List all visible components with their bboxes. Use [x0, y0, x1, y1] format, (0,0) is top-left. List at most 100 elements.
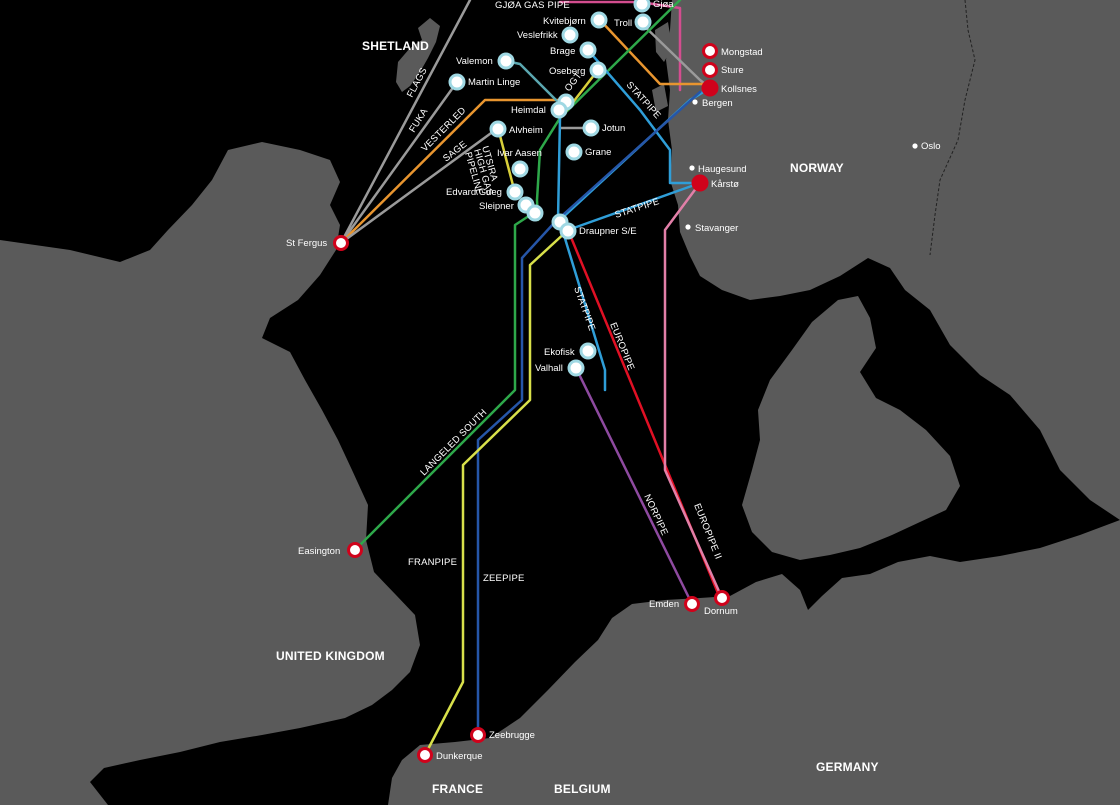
franpipe-label: FRANPIPE [408, 557, 457, 568]
norway-sweden-border [929, 0, 976, 256]
continental-europe [388, 520, 1120, 805]
field-marker [506, 183, 524, 201]
denmark [742, 296, 960, 560]
city-haugesund: Haugesund [698, 164, 747, 175]
field-heimdal[interactable]: Heimdal [511, 93, 575, 119]
field-valemon[interactable]: Valemon [456, 52, 515, 70]
field-marker [634, 13, 652, 31]
field-veslefrikk[interactable]: Veslefrikk [517, 26, 579, 44]
country-norway: NORWAY [790, 161, 844, 175]
country-france: FRANCE [432, 782, 483, 796]
field-marker [565, 143, 583, 161]
norway-coast-islands [652, 22, 672, 112]
field-label: Valemon [456, 56, 493, 67]
field-label: Alvheim [509, 125, 543, 136]
field-edvard-grieg[interactable]: Edvard Grieg [446, 183, 524, 201]
city-dot-oslo [912, 143, 918, 149]
statpipe-trunk [556, 116, 562, 222]
terminal-dunkerque[interactable]: Dunkerque [417, 747, 483, 763]
field-troll[interactable]: Troll [614, 13, 652, 31]
field-label: Heimdal [511, 105, 546, 116]
terminal-dornum[interactable]: Dornum [704, 590, 738, 618]
gjoa-pipeline [558, 0, 682, 92]
field-marker [526, 204, 544, 222]
terminal-marker [702, 62, 718, 78]
field-label: Valhall [535, 363, 563, 374]
terminal-kollsnes[interactable]: Kollsnes [701, 79, 757, 97]
field-draupner[interactable]: Draupner S/E [551, 213, 637, 240]
terminal-label: St Fergus [286, 238, 327, 249]
field-grane[interactable]: Grane [565, 143, 611, 161]
field-sleipner[interactable]: Sleipner [479, 196, 544, 222]
field-brage[interactable]: Brage [550, 41, 597, 59]
field-label: Draupner S/E [579, 226, 637, 237]
field-marker [497, 52, 515, 70]
field-jotun[interactable]: Jotun [582, 119, 625, 137]
norpipe-pipeline [574, 366, 694, 606]
field-gjoa[interactable]: Gjøa [633, 0, 674, 13]
city-stavanger: Stavanger [695, 223, 738, 234]
field-label: Brage [550, 46, 575, 57]
shetland-islands [396, 18, 440, 92]
terminal-marker [684, 596, 700, 612]
zeepipe-north [553, 90, 702, 224]
terminal-sture[interactable]: Sture [702, 62, 744, 78]
europipe-ii-pipeline [663, 181, 724, 600]
pipe-kvitebjorn-orange [598, 18, 712, 86]
vesterled-pipeline [339, 98, 561, 245]
field-alvheim[interactable]: Alvheim [489, 120, 543, 138]
field-valhall[interactable]: Valhall [535, 359, 585, 377]
field-oseberg[interactable]: Oseberg [549, 61, 607, 79]
terminal-label: Dornum [704, 606, 738, 617]
field-label: Gjøa [653, 0, 674, 10]
field-label: Sleipner [479, 201, 514, 212]
terminal-marker [714, 590, 730, 606]
terminal-easington[interactable]: Easington [298, 542, 363, 558]
field-marker [579, 342, 597, 360]
plant-marker [701, 79, 719, 97]
field-kvitebjorn[interactable]: Kvitebjørn [543, 11, 608, 29]
field-marker [579, 41, 597, 59]
terminal-karsto[interactable]: Kårstø [691, 174, 739, 192]
terminal-label: Zeebrugge [489, 730, 535, 741]
statpipe-south [558, 220, 607, 392]
zeepipe-pipeline [476, 220, 557, 737]
sage-pipeline [339, 126, 500, 245]
franpipe-pipeline [423, 228, 570, 757]
terminal-marker [333, 235, 349, 251]
field-marker [582, 119, 600, 137]
field-label: Oseberg [549, 66, 585, 77]
terminal-label: Emden [649, 599, 679, 610]
norway-sweden [666, 0, 1120, 520]
terminal-zeebrugge[interactable]: Zeebrugge [470, 727, 535, 743]
terminal-label: Sture [721, 65, 744, 76]
field-marker [589, 61, 607, 79]
statpipe-east [566, 181, 702, 232]
field-label: Edvard Grieg [446, 187, 502, 198]
plant-marker [691, 174, 709, 192]
field-ekofisk[interactable]: Ekofisk [544, 342, 597, 360]
terminal-marker [417, 747, 433, 763]
terminal-st-fergus[interactable]: St Fergus [286, 235, 349, 251]
country-uk: UNITED KINGDOM [276, 649, 385, 663]
terminal-marker [702, 43, 718, 59]
field-label: Martin Linge [468, 77, 520, 88]
city-oslo: Oslo [921, 141, 941, 152]
terminal-emden[interactable]: Emden [649, 596, 700, 612]
field-ivar-aasen[interactable]: Ivar Aasen [497, 148, 542, 178]
field-marker [567, 359, 585, 377]
field-martin-linge[interactable]: Martin Linge [448, 73, 520, 91]
field-label: Veslefrikk [517, 30, 558, 41]
field-label: Jotun [602, 123, 625, 134]
field-marker [550, 101, 568, 119]
langeled-south-pipeline [353, 208, 540, 552]
statpipe-north [586, 48, 702, 185]
terminal-mongstad[interactable]: Mongstad [702, 43, 763, 59]
utsira-pipeline [496, 126, 517, 195]
fields: Gjøa Kvitebjørn Troll Veslefrikk Brage V… [446, 0, 674, 377]
field-marker [559, 222, 577, 240]
uk-landmass [0, 142, 420, 805]
terminal-label: Kollsnes [721, 84, 757, 95]
field-marker [489, 120, 507, 138]
